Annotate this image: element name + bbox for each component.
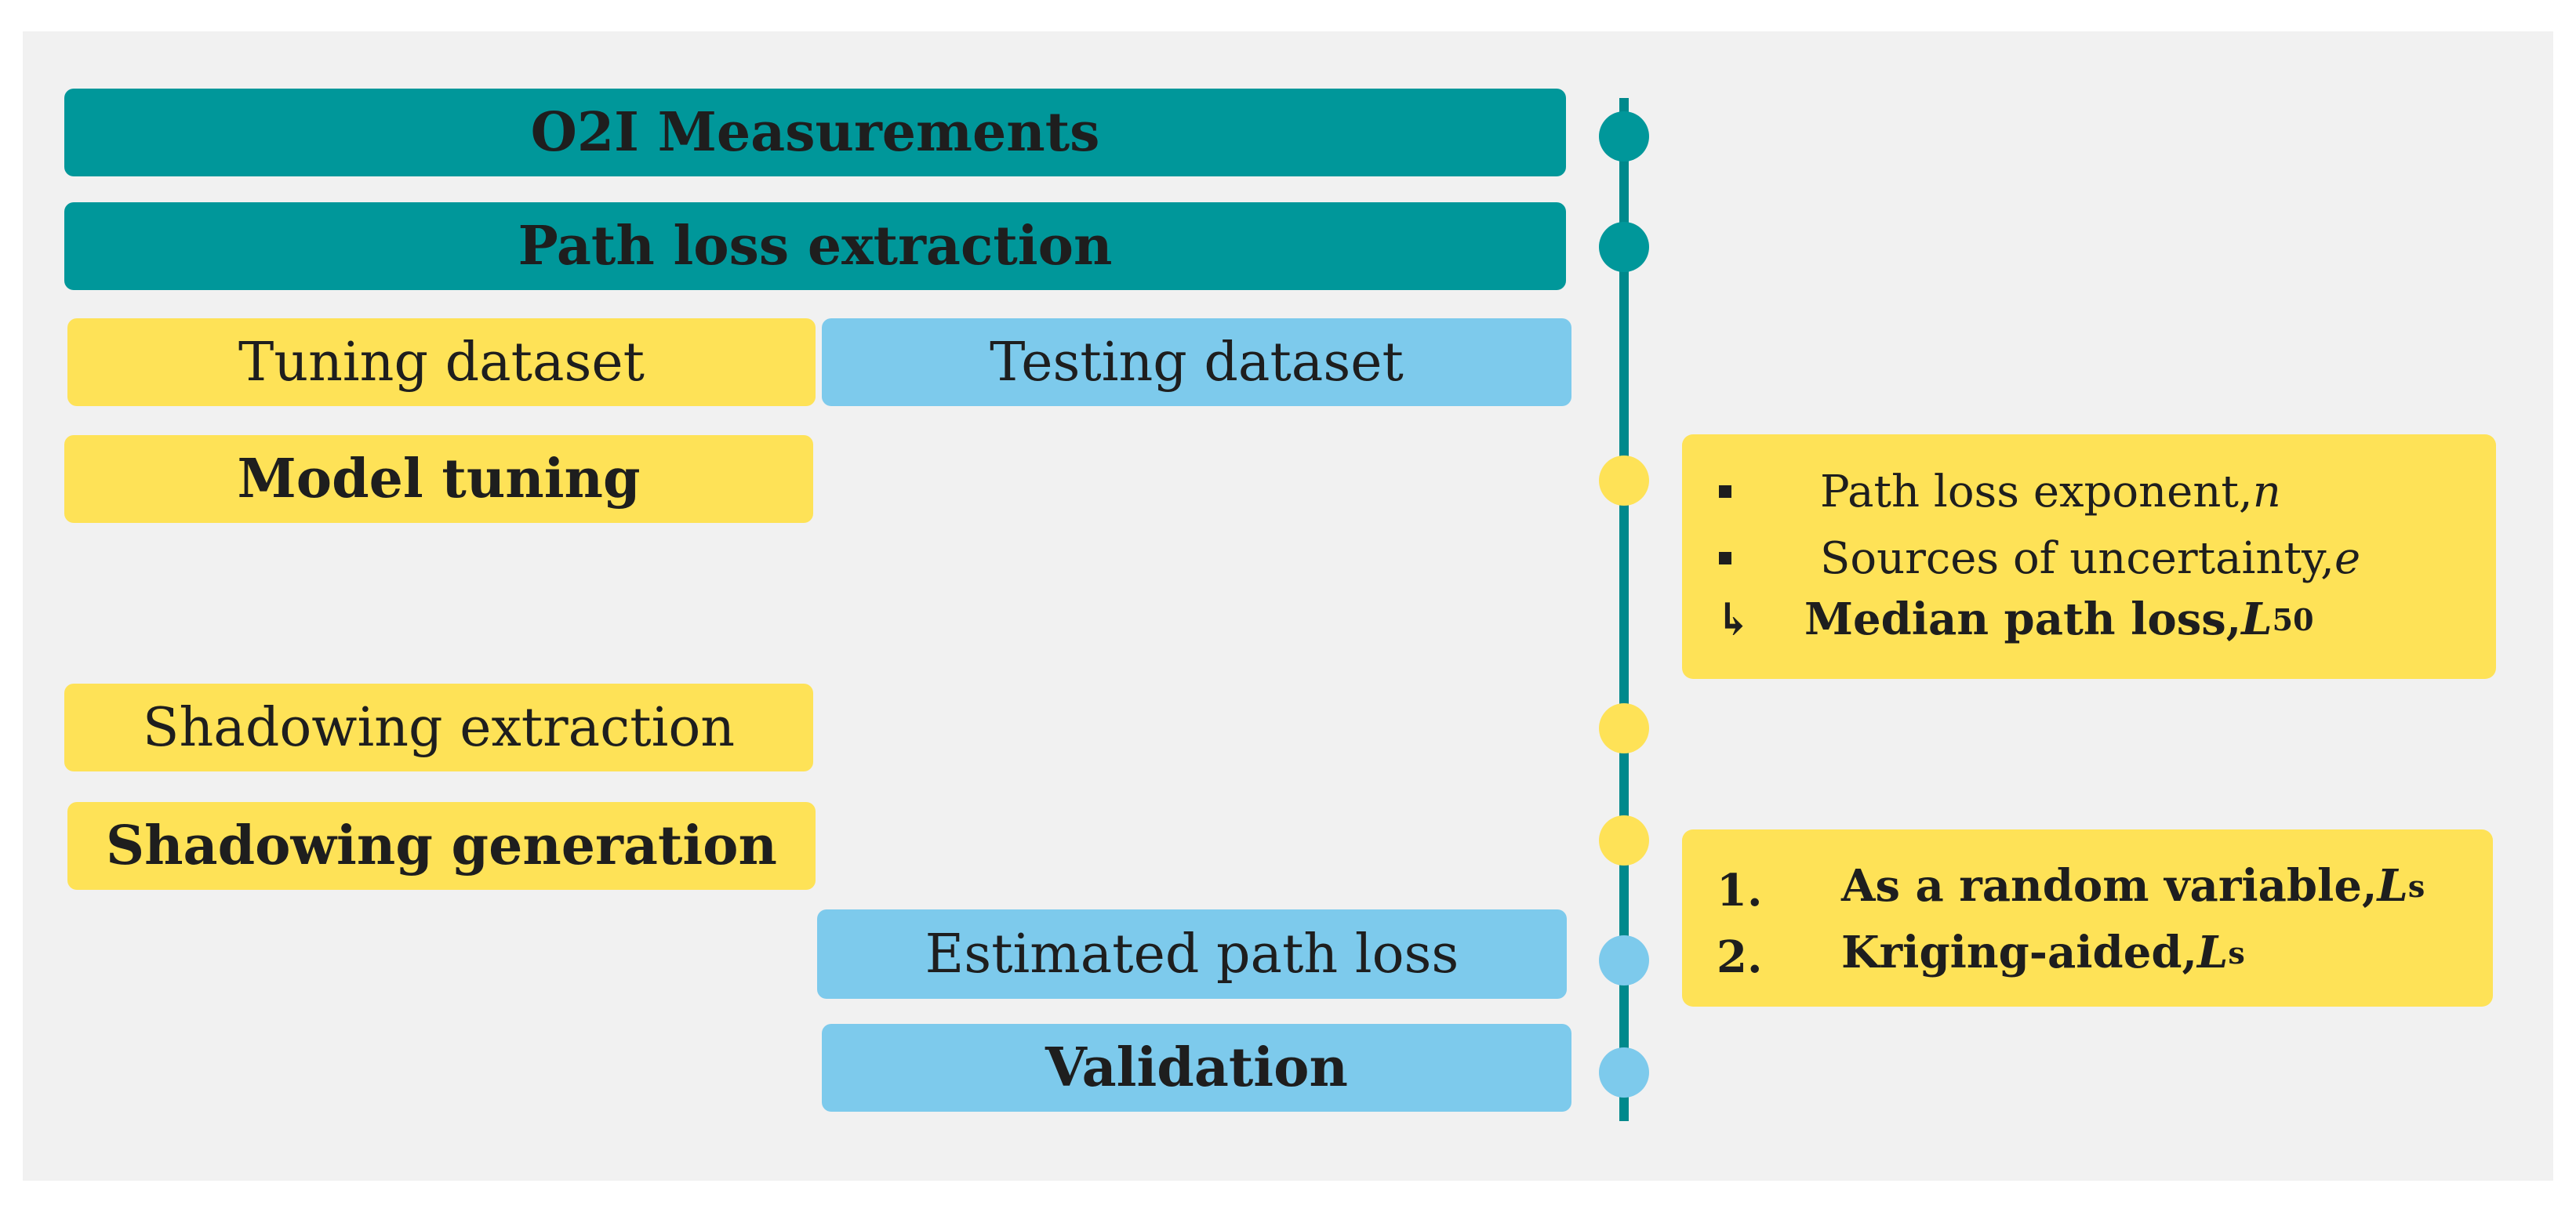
note-item-path-loss-exponent: Path loss exponent, n xyxy=(1820,466,2281,517)
timeline-node-estimated xyxy=(1599,935,1649,985)
list-number: 1. xyxy=(1717,865,1763,916)
shadowing-generation-box: Shadowing generation xyxy=(67,802,816,890)
timeline-node-shadowing-extraction xyxy=(1599,703,1649,753)
note-item-sources-of-uncertainty: Sources of uncertainty, e xyxy=(1820,532,2361,584)
list-number: 2. xyxy=(1717,931,1763,983)
arrow-right-down-icon: ↳ xyxy=(1715,593,1752,645)
estimated-path-loss-box: Estimated path loss xyxy=(817,909,1567,999)
o2i-measurements-box: O2I Measurements xyxy=(64,89,1566,176)
tuning-dataset-box: Tuning dataset xyxy=(67,318,816,406)
validation-box: Validation xyxy=(822,1024,1571,1112)
path-loss-extraction-box: Path loss extraction xyxy=(64,202,1566,290)
timeline-node-model-tuning xyxy=(1599,456,1649,506)
timeline-node-o2i xyxy=(1599,111,1649,162)
timeline-node-validation xyxy=(1599,1047,1649,1098)
shadowing-extraction-box: Shadowing extraction xyxy=(64,684,813,771)
testing-dataset-box: Testing dataset xyxy=(822,318,1571,406)
timeline-node-extraction xyxy=(1599,222,1649,272)
bullet-icon xyxy=(1719,552,1731,564)
model-tuning-box: Model tuning xyxy=(64,435,813,523)
bullet-icon xyxy=(1719,485,1731,498)
timeline-node-shadowing-generation xyxy=(1599,815,1649,866)
model-tuning-note: Path loss exponent, n Sources of uncerta… xyxy=(1682,434,2496,679)
